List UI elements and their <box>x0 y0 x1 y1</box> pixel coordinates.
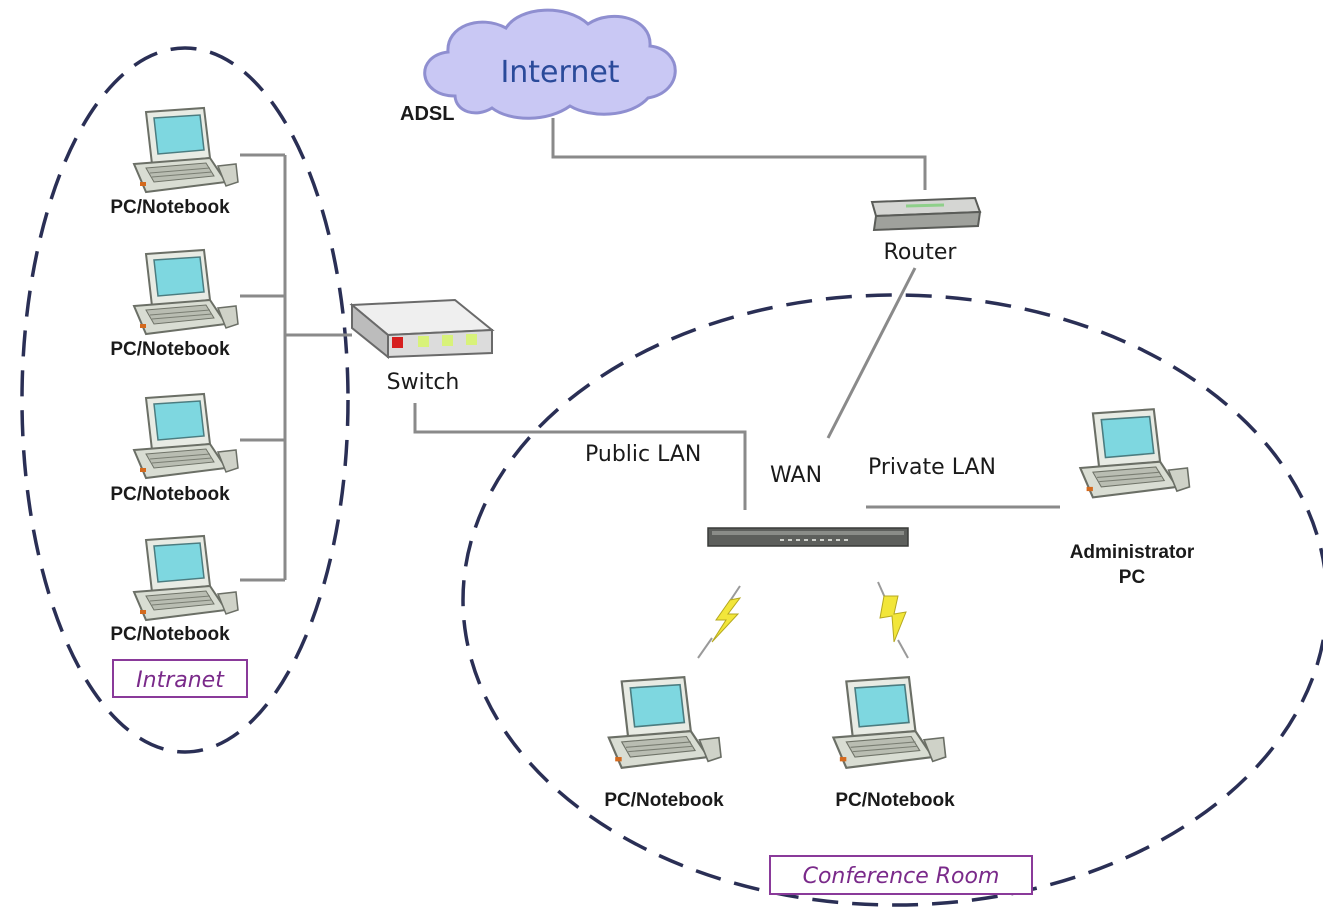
wireless-bolt-icon <box>877 581 909 659</box>
laptop-icon <box>1079 408 1191 499</box>
intranet-zone-outline <box>20 46 350 754</box>
wan-link <box>826 267 917 439</box>
gateway-device-icon <box>707 527 909 547</box>
laptop-icon <box>133 393 239 479</box>
laptop-icon <box>832 676 947 769</box>
laptop-icon <box>607 676 723 769</box>
public-lan-link <box>413 403 747 510</box>
internet-cloud: Internet <box>423 8 677 120</box>
adsl-label: ADSL <box>400 103 454 125</box>
administrator-pc-label-line2: PC <box>1119 567 1146 588</box>
intranet-wiring <box>240 153 352 582</box>
intranet-title-box: Intranet <box>112 659 248 698</box>
internet-label: Internet <box>500 55 619 90</box>
laptop-icon <box>133 249 239 335</box>
switch-icon <box>349 298 495 360</box>
router-icon <box>870 196 982 232</box>
notebook-label: PC/Notebook <box>835 790 955 811</box>
administrator-pc-label-line1: Administrator <box>1070 542 1195 563</box>
notebook-label: PC/Notebook <box>110 484 230 505</box>
public-lan-label: Public LAN <box>585 442 701 467</box>
wireless-bolt-icon <box>697 585 742 659</box>
notebook-label: PC/Notebook <box>110 197 230 218</box>
laptop-icon <box>133 107 239 193</box>
wan-label: WAN <box>770 463 822 488</box>
laptop-icon <box>133 535 239 621</box>
intranet-title: Intranet <box>136 668 225 693</box>
adsl-link <box>551 118 927 190</box>
notebook-label: PC/Notebook <box>604 790 724 811</box>
router-label: Router <box>884 240 958 265</box>
notebook-label: PC/Notebook <box>110 624 230 645</box>
switch-label: Switch <box>387 370 460 395</box>
notebook-label: PC/Notebook <box>110 339 230 360</box>
conference-room-title-box: Conference Room <box>769 855 1033 895</box>
conference-room-title: Conference Room <box>803 864 1000 889</box>
private-lan-label: Private LAN <box>868 455 996 480</box>
conference-room-zone-outline <box>461 293 1323 907</box>
